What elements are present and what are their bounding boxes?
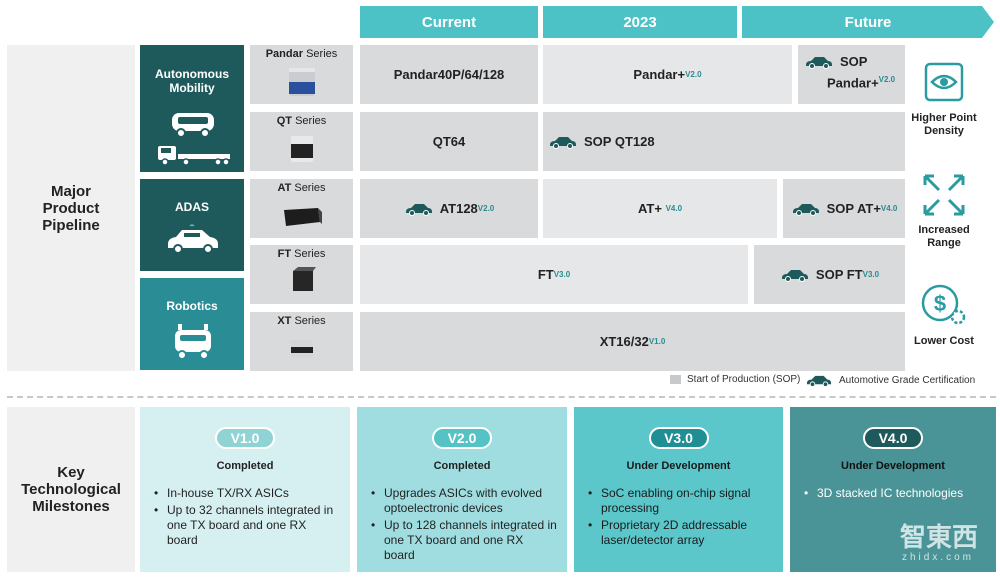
svg-text:$: $ bbox=[934, 291, 946, 316]
list-item: 3D stacked IC technologies bbox=[804, 486, 986, 501]
cell-at-2023: AT+ V4.0 bbox=[543, 179, 777, 238]
list-item: Upgrades ASICs with evolved optoelectron… bbox=[371, 486, 557, 516]
legend-sop-swatch bbox=[670, 375, 681, 384]
list-item: Up to 32 channels integrated in one TX b… bbox=[154, 503, 340, 548]
milestone-v3: V3.0 Under Development SoC enabling on-c… bbox=[574, 407, 783, 572]
list-item: Up to 128 channels integrated in one TX … bbox=[371, 518, 557, 563]
watermark-domain: zhidx.com bbox=[901, 552, 974, 563]
milestone-v2-status: Completed bbox=[433, 460, 491, 472]
milestone-v2: V2.0 Completed Upgrades ASICs with evolv… bbox=[357, 407, 567, 572]
series-xt-label: XT Series bbox=[277, 315, 326, 327]
list-item: SoC enabling on-chip signal processing bbox=[588, 486, 773, 516]
milestone-v1-version: V1.0 bbox=[215, 427, 275, 449]
car-certification-icon bbox=[550, 136, 576, 149]
milestone-v3-list: SoC enabling on-chip signal processing P… bbox=[588, 486, 773, 550]
timeline-future: Future bbox=[742, 6, 994, 38]
milestone-v3-status: Under Development bbox=[626, 460, 731, 472]
series-ft-label: FT Series bbox=[277, 248, 326, 260]
benefit-lower-cost: $ Lower Cost bbox=[909, 281, 979, 348]
legend-sop: Start of Production (SOP) bbox=[670, 374, 800, 385]
category-adas-label: ADAS bbox=[174, 200, 209, 214]
series-xt: XT Series bbox=[250, 312, 353, 371]
milestone-v4: V4.0 Under Development 3D stacked IC tec… bbox=[790, 407, 996, 572]
milestone-v4-status: Under Development bbox=[841, 460, 945, 472]
dollar-gear-icon: $ bbox=[921, 284, 966, 325]
milestone-v2-list: Upgrades ASICs with evolved optoelectron… bbox=[371, 486, 557, 565]
series-pandar-label: Pandar Series bbox=[265, 48, 338, 60]
robotaxi-icon bbox=[172, 113, 214, 138]
milestone-v4-list: 3D stacked IC technologies bbox=[804, 486, 986, 503]
series-at-label: AT Series bbox=[277, 182, 326, 194]
series-qt-label: QT Series bbox=[276, 115, 327, 127]
expand-arrows-icon bbox=[923, 174, 965, 216]
delivery-robot-icon bbox=[175, 324, 211, 360]
car-certification-icon bbox=[806, 375, 832, 387]
milestone-v1-status: Completed bbox=[216, 460, 274, 472]
section-pipeline-title: Major Product Pipeline bbox=[42, 182, 100, 234]
car-certification-icon bbox=[806, 56, 832, 69]
timeline-current: Current bbox=[360, 6, 538, 38]
watermark-logo: 智東西 bbox=[899, 523, 978, 553]
section-divider bbox=[7, 396, 996, 398]
ft-lidar-image bbox=[293, 267, 316, 291]
car-certification-icon bbox=[781, 269, 808, 282]
category-adas: ADAS bbox=[140, 179, 244, 271]
milestone-v1: V1.0 Completed In-house TX/RX ASICs Up t… bbox=[140, 407, 350, 572]
list-item: In-house TX/RX ASICs bbox=[154, 486, 340, 501]
benefit-increased-range: Increased Range bbox=[909, 172, 979, 250]
list-item: Proprietary 2D addressable laser/detecto… bbox=[588, 518, 773, 548]
at-lidar-image bbox=[284, 208, 322, 226]
series-pandar: Pandar Series bbox=[250, 45, 353, 104]
cell-qt-2023: SOP QT128 bbox=[543, 112, 905, 171]
section-milestones-title: Key Technological Milestones bbox=[21, 464, 121, 515]
benefit-point-density: Higher Point Density bbox=[909, 58, 979, 138]
timeline-2023: 2023 bbox=[543, 6, 737, 38]
legend-certification: Automotive Grade Certification bbox=[805, 374, 975, 387]
category-robotics-label: Robotics bbox=[166, 299, 218, 313]
cell-pandar-future: SOP Pandar+V2.0 bbox=[798, 45, 905, 104]
car-lidar-icon bbox=[168, 224, 218, 254]
cell-pandar-2023: Pandar+V2.0 bbox=[543, 45, 792, 104]
category-autonomous: Autonomous Mobility bbox=[140, 45, 244, 172]
xt-lidar-image bbox=[291, 340, 313, 358]
car-certification-icon bbox=[405, 203, 432, 216]
series-at: AT Series bbox=[250, 179, 353, 238]
milestone-v3-version: V3.0 bbox=[648, 427, 709, 449]
milestone-v1-list: In-house TX/RX ASICs Up to 32 channels i… bbox=[154, 486, 340, 550]
section-pipeline-panel: Major Product Pipeline bbox=[7, 45, 135, 371]
milestone-v2-version: V2.0 bbox=[432, 427, 492, 449]
eye-scan-icon bbox=[924, 62, 964, 102]
qt-lidar-image bbox=[291, 136, 313, 162]
car-certification-icon bbox=[792, 203, 819, 216]
category-robotics: Robotics bbox=[140, 278, 244, 370]
series-qt: QT Series bbox=[250, 112, 353, 171]
series-ft: FT Series bbox=[250, 245, 353, 304]
section-milestones-panel: Key Technological Milestones bbox=[7, 407, 135, 572]
pandar-lidar-image bbox=[289, 68, 315, 96]
truck-icon bbox=[158, 146, 230, 166]
cell-qt-current: QT64 bbox=[360, 112, 538, 171]
category-autonomous-label: Autonomous Mobility bbox=[155, 67, 229, 95]
milestone-v4-version: V4.0 bbox=[863, 427, 923, 449]
cell-at-future: SOP AT+V4.0 bbox=[783, 179, 905, 238]
cell-pandar-current: Pandar40P/64/128 bbox=[360, 45, 538, 104]
